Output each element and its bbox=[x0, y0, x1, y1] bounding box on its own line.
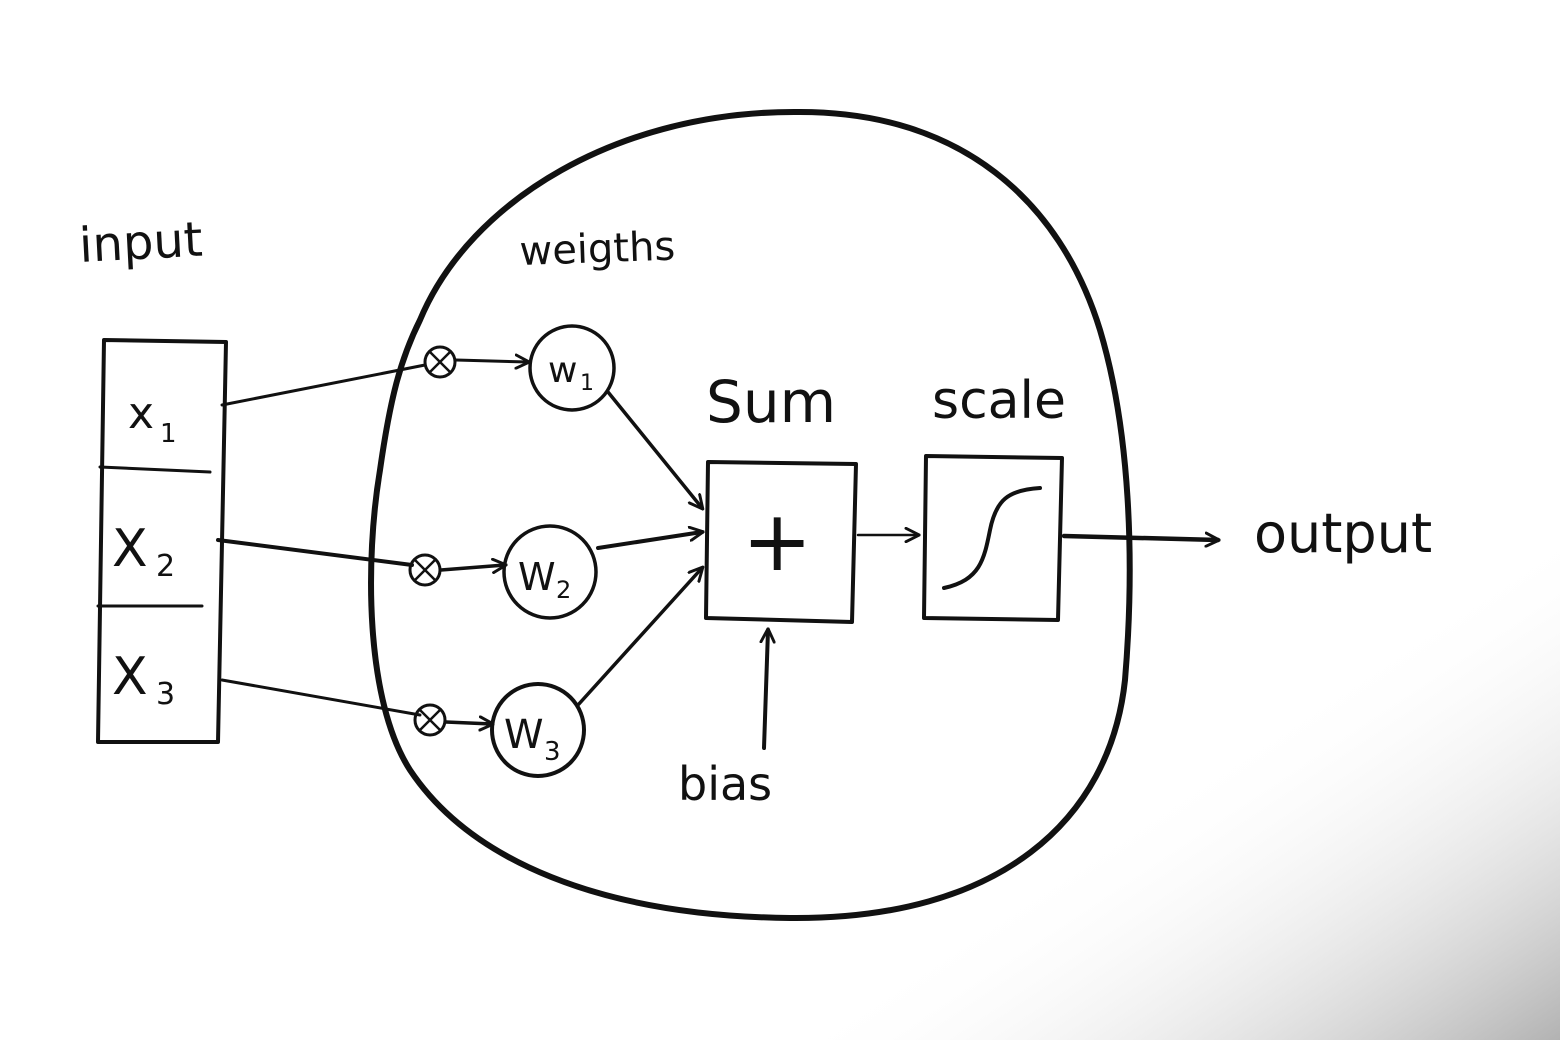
weight-arrow-2 bbox=[596, 532, 702, 550]
plus-symbol: + bbox=[742, 492, 812, 590]
svg-text:x: x bbox=[128, 388, 154, 439]
svg-text:3: 3 bbox=[156, 677, 175, 712]
weight-arrow-3 bbox=[576, 568, 702, 707]
scale-label: scale bbox=[932, 371, 1066, 431]
output-label: output bbox=[1254, 502, 1432, 565]
svg-text:3: 3 bbox=[544, 737, 561, 767]
sum-box: + bbox=[704, 460, 858, 624]
svg-text:1: 1 bbox=[580, 371, 594, 396]
weight-node-w3: W 3 bbox=[490, 682, 586, 778]
bias-arrow bbox=[764, 630, 768, 750]
bias-label: bias bbox=[678, 757, 772, 811]
neuron-outline bbox=[368, 108, 1133, 922]
input-x3: X 3 bbox=[112, 647, 175, 712]
svg-text:1: 1 bbox=[160, 419, 177, 449]
sum-label: Sum bbox=[706, 368, 836, 436]
scale-box bbox=[922, 454, 1064, 622]
svg-text:2: 2 bbox=[156, 549, 175, 584]
multiply-node-3 bbox=[413, 703, 447, 737]
input-label: input bbox=[78, 212, 204, 274]
svg-text:W: W bbox=[518, 555, 556, 599]
output-arrow bbox=[1061, 536, 1218, 540]
input-vector bbox=[96, 338, 228, 744]
multiply-arrow-1 bbox=[454, 360, 528, 362]
input-x2: X 2 bbox=[112, 519, 175, 584]
multiply-arrow-3 bbox=[444, 722, 492, 724]
weight-node-w2: W 2 bbox=[502, 524, 598, 620]
svg-text:w: w bbox=[548, 350, 577, 391]
weights-label: weigths bbox=[519, 224, 676, 275]
svg-text:2: 2 bbox=[556, 576, 571, 604]
multiply-arrow-2 bbox=[439, 565, 505, 570]
input-line-2 bbox=[216, 538, 414, 567]
input-x1: x 1 bbox=[128, 388, 177, 449]
svg-text:W: W bbox=[504, 712, 544, 758]
input-line-1 bbox=[220, 363, 427, 407]
weight-arrow-1 bbox=[606, 390, 702, 508]
input-line-3 bbox=[220, 678, 422, 717]
sigmoid-curve bbox=[942, 486, 1042, 590]
svg-text:X: X bbox=[112, 647, 148, 707]
svg-text:X: X bbox=[112, 519, 148, 579]
weight-node-w1: w 1 bbox=[528, 324, 616, 412]
multiply-node-1 bbox=[423, 345, 457, 379]
